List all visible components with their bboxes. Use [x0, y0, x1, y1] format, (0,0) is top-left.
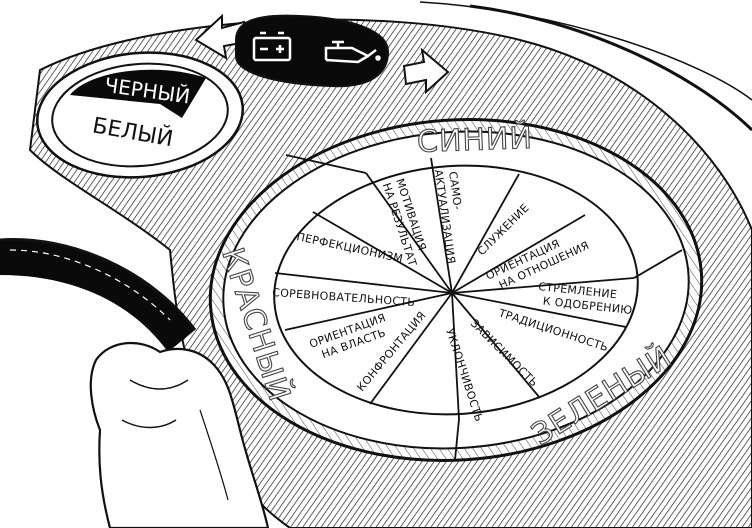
gauge-black-sector	[70, 69, 206, 118]
steering-wheel	[0, 238, 197, 352]
driver-hand	[89, 341, 270, 528]
quadrant-dividers	[285, 154, 683, 461]
behavior-dial	[208, 118, 704, 462]
svg-text:САМО-: САМО-	[446, 171, 464, 211]
quadrant-blue-label: СИНИЙ	[416, 120, 533, 160]
warning-lights-panel	[235, 14, 390, 88]
color-gauge: ЧЕРНЫЙ БЕЛЫЙ	[35, 51, 245, 179]
battery-icon	[252, 31, 292, 62]
right-arrow-icon	[402, 47, 450, 95]
oil-can-icon	[324, 40, 381, 64]
segment-dividers	[274, 157, 635, 420]
